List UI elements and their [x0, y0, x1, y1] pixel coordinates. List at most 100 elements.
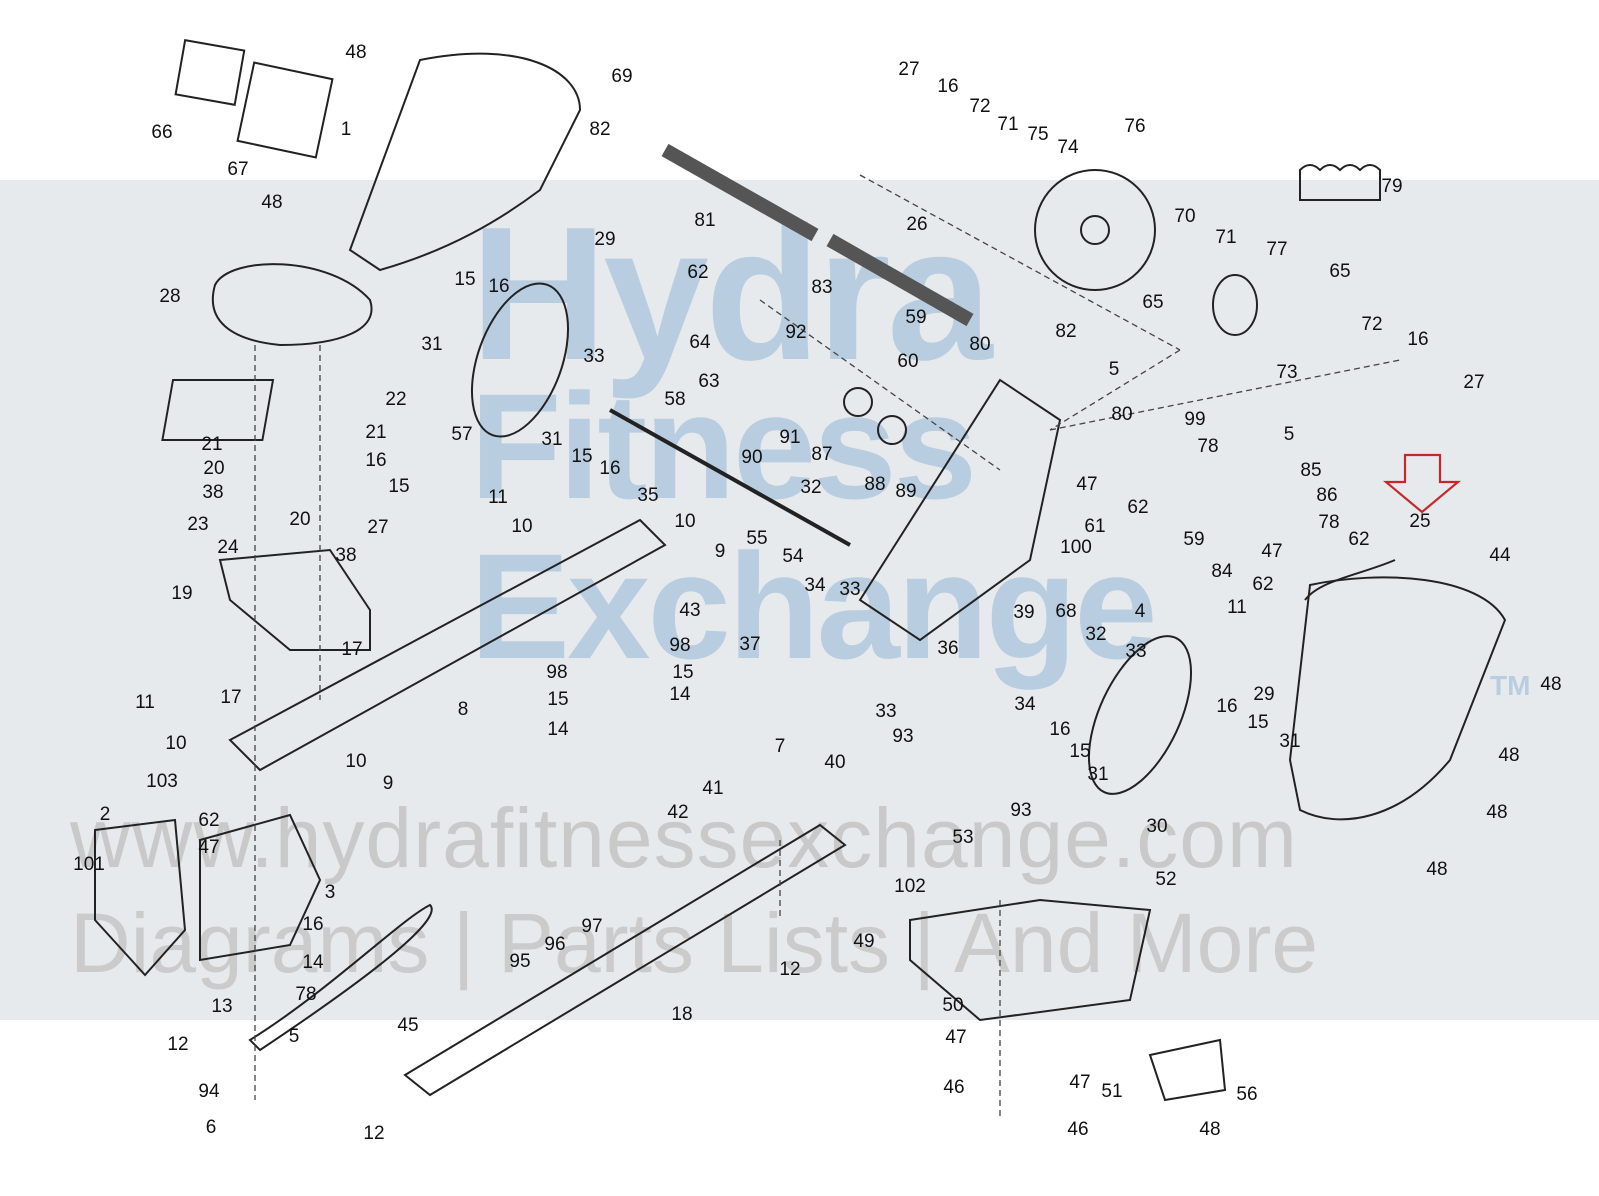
callout-35: 35	[637, 485, 658, 506]
callout-14: 14	[302, 952, 324, 973]
callout-31: 31	[541, 429, 562, 450]
callout-101: 101	[73, 854, 105, 875]
front-cover	[94, 818, 187, 977]
callout-96: 96	[544, 934, 565, 955]
watermark-word-fitness: Fitness	[470, 362, 977, 530]
pulley-b	[877, 415, 907, 445]
callout-68: 68	[1055, 601, 1076, 622]
callout-10: 10	[511, 516, 532, 537]
callout-70: 70	[1174, 206, 1195, 227]
callout-98: 98	[669, 635, 690, 656]
shaft-81	[661, 143, 819, 242]
callout-38: 38	[335, 545, 356, 566]
callout-83: 83	[811, 277, 832, 298]
callout-41: 41	[702, 778, 723, 799]
pedal-left	[470, 282, 570, 438]
callout-47: 47	[945, 1027, 966, 1048]
callout-62: 62	[1348, 529, 1369, 550]
callout-16: 16	[302, 914, 323, 935]
callout-57: 57	[451, 424, 472, 445]
callout-58: 58	[664, 389, 685, 410]
callout-59: 59	[1183, 529, 1204, 550]
callout-20: 20	[289, 509, 310, 530]
callout-79: 79	[1381, 176, 1402, 197]
seat-bracket	[161, 379, 275, 441]
callout-48: 48	[1498, 745, 1519, 766]
callout-23: 23	[187, 514, 208, 535]
callout-71: 71	[1215, 227, 1236, 248]
callout-97: 97	[581, 916, 602, 937]
callout-32: 32	[800, 477, 821, 498]
callout-59: 59	[905, 307, 926, 328]
callout-16: 16	[488, 276, 509, 297]
callout-5: 5	[289, 1026, 300, 1047]
callout-73: 73	[1276, 362, 1297, 383]
callout-12: 12	[779, 959, 800, 980]
callout-93: 93	[1010, 800, 1031, 821]
callout-38: 38	[202, 482, 223, 503]
callout-62: 62	[1127, 497, 1148, 518]
callout-80: 80	[969, 334, 990, 355]
callout-16: 16	[1049, 719, 1070, 740]
callout-31: 31	[421, 334, 442, 355]
callout-15: 15	[672, 662, 693, 683]
callout-8: 8	[458, 699, 469, 720]
callout-87: 87	[811, 444, 832, 465]
callout-26: 26	[906, 214, 927, 235]
callout-31: 31	[1087, 764, 1108, 785]
callout-48: 48	[345, 42, 366, 63]
callout-74: 74	[1057, 137, 1079, 158]
center-frame	[858, 378, 1062, 642]
callout-21: 21	[201, 434, 222, 455]
callout-6: 6	[206, 1117, 217, 1138]
guide-line	[1049, 349, 1181, 431]
shaft-35	[609, 408, 851, 547]
callout-34: 34	[1014, 694, 1036, 715]
callout-62: 62	[687, 262, 708, 283]
part-outlines	[94, 39, 1507, 1102]
pulley-a	[843, 387, 873, 417]
callout-16: 16	[365, 450, 386, 471]
callout-62: 62	[198, 810, 219, 831]
callout-10: 10	[345, 751, 366, 772]
callout-46: 46	[943, 1077, 964, 1098]
callout-72: 72	[1361, 314, 1382, 335]
callout-88: 88	[864, 474, 885, 495]
callout-33: 33	[583, 346, 604, 367]
callout-11: 11	[488, 487, 508, 508]
callout-12: 12	[167, 1034, 188, 1055]
callout-21: 21	[365, 422, 386, 443]
callout-14: 14	[547, 719, 569, 740]
callout-15: 15	[571, 446, 592, 467]
callout-63: 63	[698, 371, 719, 392]
callout-66: 66	[151, 122, 172, 143]
callout-48: 48	[1486, 802, 1507, 823]
pedal-right	[1087, 635, 1193, 795]
callout-33: 33	[1125, 641, 1146, 662]
shaft-83	[826, 233, 974, 327]
callout-67: 67	[227, 159, 248, 180]
callout-47: 47	[198, 837, 219, 858]
callout-78: 78	[1318, 512, 1339, 533]
callout-81: 81	[694, 210, 715, 231]
callout-10: 10	[674, 511, 695, 532]
end-cap	[1148, 1038, 1227, 1102]
callout-78: 78	[1197, 436, 1218, 457]
callout-100: 100	[1060, 537, 1092, 558]
callout-45: 45	[397, 1015, 418, 1036]
callout-9: 9	[715, 541, 726, 562]
seat-cushion	[211, 263, 373, 347]
callout-17: 17	[341, 639, 362, 660]
callout-20: 20	[203, 458, 224, 479]
guide-line	[1049, 359, 1401, 431]
callout-15: 15	[547, 689, 568, 710]
assembly-guides	[254, 174, 1401, 1120]
callout-16: 16	[599, 458, 620, 479]
callout-39: 39	[1013, 602, 1034, 623]
callout-76: 76	[1124, 116, 1145, 137]
highlight-arrow	[1382, 453, 1462, 514]
callout-15: 15	[388, 476, 409, 497]
callout-102: 102	[894, 876, 926, 897]
